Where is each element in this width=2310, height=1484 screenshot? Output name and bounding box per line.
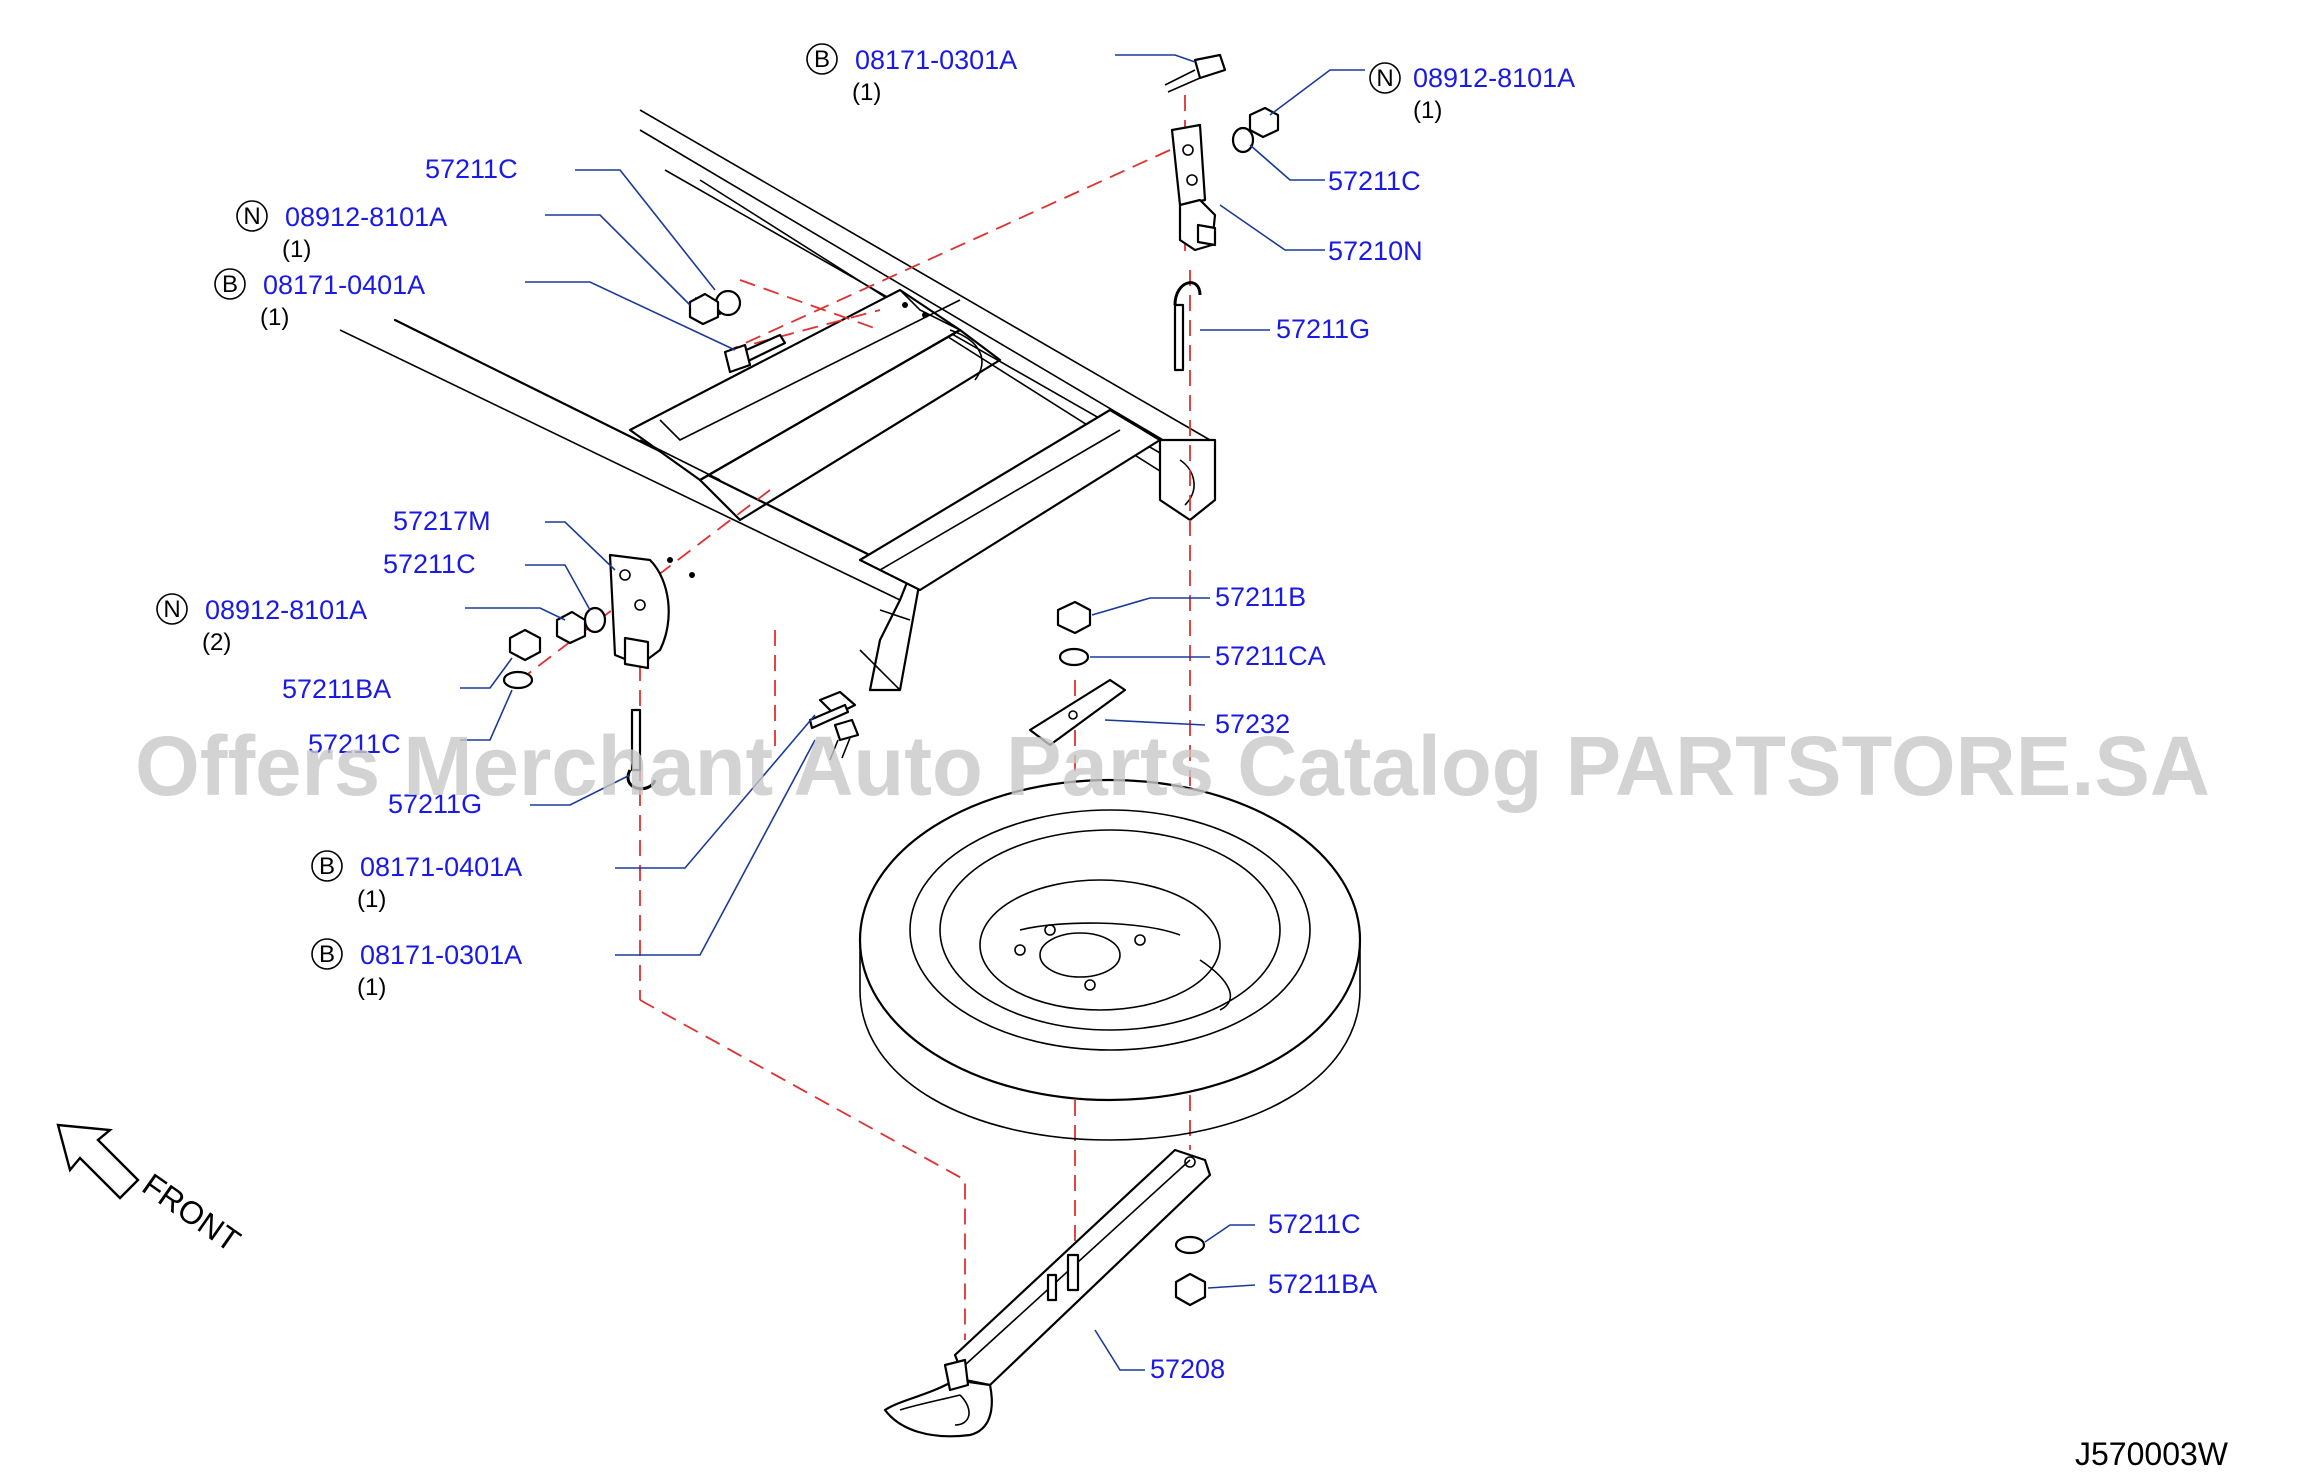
retainer-parts — [1028, 600, 1127, 747]
code-letter: N — [243, 203, 260, 230]
watermark: Offers Merchant Auto Parts Catalog PARTS… — [135, 719, 2210, 813]
hook-57211g-top — [1173, 281, 1202, 372]
label-57211c-bottom: 57211C — [1268, 1209, 1361, 1239]
quantity: (1) — [357, 886, 386, 913]
callout-n-08912-8101a-top: N 08912-8101A (1) — [1369, 62, 1575, 124]
label-57211c-left-top: 57211C — [425, 154, 518, 184]
bolt-top — [1164, 53, 1227, 93]
bottom-fasteners — [1174, 1235, 1207, 1307]
code-letter: B — [222, 271, 238, 298]
carrier-57208 — [883, 1148, 1212, 1438]
front-arrow-icon — [56, 1123, 140, 1200]
bracket-57210n — [1170, 123, 1217, 252]
label-57210n: 57210N — [1328, 236, 1423, 266]
quantity: (2) — [202, 629, 231, 656]
label-57232: 57232 — [1215, 709, 1290, 739]
part-number: 08171-0301A — [360, 940, 522, 970]
part-number: 08171-0401A — [263, 270, 425, 300]
bracket-57217m — [608, 553, 670, 670]
callout-n-08912-8101a-left: N 08912-8101A (1) — [236, 200, 447, 263]
code-letter: B — [319, 941, 335, 968]
label-57211ba-bottom: 57211BA — [1268, 1269, 1377, 1299]
nut-top — [1231, 106, 1280, 154]
quantity: (1) — [282, 236, 311, 263]
front-label: FRONT — [136, 1166, 247, 1259]
quantity: (1) — [260, 304, 289, 331]
label-57211g-left: 57211G — [388, 789, 482, 819]
code-letter: B — [814, 46, 830, 73]
part-number: 08912-8101A — [1413, 63, 1575, 93]
label-57211c-top-right: 57211C — [1328, 166, 1421, 196]
diagram-reference-code: J570003W — [2075, 1436, 2229, 1472]
label-57208: 57208 — [1150, 1354, 1225, 1384]
assembly-lines — [519, 95, 1191, 1340]
quantity: (1) — [1413, 97, 1442, 124]
part-number: 08912-8101A — [285, 202, 447, 232]
vehicle-frame — [339, 109, 1217, 692]
bolts-center — [808, 690, 860, 761]
label-57211ca: 57211CA — [1215, 641, 1326, 671]
spare-tire — [858, 778, 1362, 1141]
code-letter: B — [319, 853, 335, 880]
left-fasteners — [502, 289, 787, 690]
callout-n-08912-8101a-left2: N 08912-8101A (2) — [156, 593, 367, 656]
code-letter: N — [163, 596, 180, 623]
callout-b-08171-0301a-low: B 08171-0301A (1) — [311, 938, 522, 1001]
quantity: (1) — [852, 79, 881, 106]
label-57211g-top: 57211G — [1276, 314, 1370, 344]
label-57211b: 57211B — [1215, 582, 1306, 612]
leader-lines — [460, 54, 1365, 1371]
label-57211c-left-mid: 57211C — [383, 549, 476, 579]
part-number: 08171-0401A — [360, 852, 522, 882]
code-letter: N — [1376, 65, 1393, 92]
part-number: 08171-0301A — [855, 45, 1017, 75]
label-57211ba-left: 57211BA — [282, 674, 391, 704]
callout-b-08171-0401a-low: B 08171-0401A (1) — [311, 850, 522, 913]
label-57217m: 57217M — [393, 506, 491, 536]
label-57211c-left-low: 57211C — [308, 729, 401, 759]
callout-b-08171-0401a-left: B 08171-0401A (1) — [214, 268, 425, 331]
part-number: 08912-8101A — [205, 595, 367, 625]
quantity: (1) — [357, 974, 386, 1001]
callout-b-08171-0301a-top: B 08171-0301A (1) — [806, 43, 1017, 106]
